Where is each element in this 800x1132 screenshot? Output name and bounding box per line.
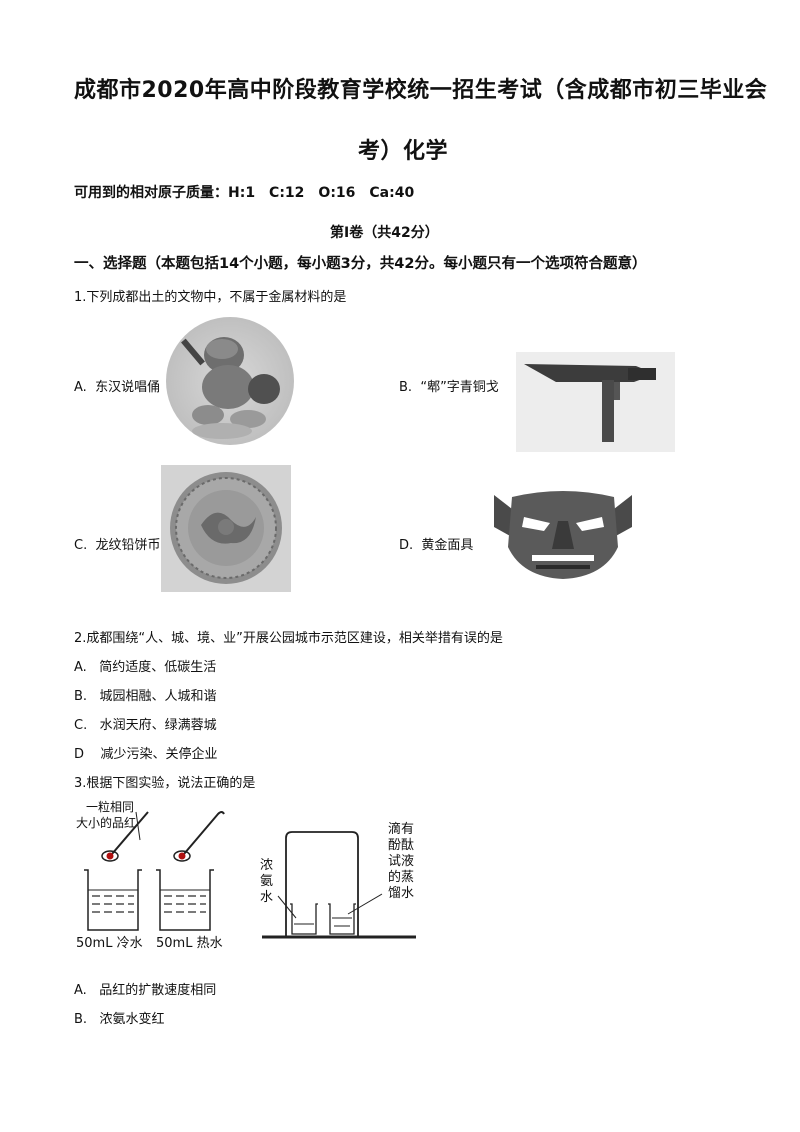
label-phenol-2: 酚酞 — [388, 838, 415, 853]
label-grain-2: 大小的品红 — [76, 816, 137, 830]
label-phenol-3: 试液 — [388, 854, 415, 869]
q2-option-c: C. 水润天府、绿满蓉城 — [74, 714, 217, 733]
gold-mask-photo — [484, 487, 642, 582]
q1-stem: 1.下列成都出土的文物中，不属于金属材料的是 — [74, 290, 347, 305]
option-letter: B. — [399, 380, 413, 395]
q1-option-c: C. 龙纹铅饼币 — [74, 534, 161, 553]
q2-option-a: A. 简约适度、低碳生活 — [74, 656, 216, 675]
q2-stem: 2.成都围绕“人、城、境、业”开展公园城市示范区建设，相关举措有误的是 — [74, 631, 503, 646]
option-letter: C. — [74, 538, 88, 553]
option-letter: A. — [74, 660, 87, 675]
label-hot-water: 50mL 热水 — [156, 936, 223, 951]
diffusion-experiment-figure: 一粒相同 大小的品红 50mL 冷水 50mL 热水 — [76, 798, 246, 951]
q3-option-b: B. 浓氨水变红 — [74, 1008, 164, 1027]
option-text: 龙纹铅饼币 — [95, 538, 161, 553]
option-letter: D. — [399, 538, 414, 553]
label-phenol-4: 的蒸 — [388, 870, 415, 885]
q1-option-a: A. 东汉说唱俑 — [74, 376, 160, 395]
option-text: 减少污染、关停企业 — [100, 747, 218, 762]
option-text: 水润天府、绿满蓉城 — [99, 718, 217, 733]
option-letter: D — [74, 747, 85, 762]
q3-stem: 3.根据下图实验，说法正确的是 — [74, 776, 256, 791]
option-text: 浓氨水变红 — [99, 1012, 165, 1027]
section1-heading: 一、选择题（本题包括14个小题，每小题3分，共42分。每小题只有一个选项符合题意… — [74, 256, 647, 272]
option-text: 简约适度、低碳生活 — [99, 660, 217, 675]
label-phenol-5: 馏水 — [388, 886, 415, 901]
label-grain-1: 一粒相同 — [86, 800, 135, 814]
q1-option-b: B. “郫”字青铜戈 — [399, 376, 499, 395]
label-phenol-1: 滴有 — [388, 822, 415, 837]
option-letter: A. — [74, 380, 87, 395]
option-letter: C. — [74, 718, 88, 733]
option-text: “郫”字青铜戈 — [420, 380, 499, 395]
q2-option-b: B. 城园相融、人城和谐 — [74, 685, 216, 704]
storyteller-figurine-photo — [162, 315, 298, 447]
option-letter: A. — [74, 983, 87, 998]
q3-option-a: A. 品红的扩散速度相同 — [74, 979, 216, 998]
ammonia-experiment-figure: 浓 氨 水 滴有 酚酞 试液 的蒸 馏水 — [256, 818, 426, 948]
atomic-masses: 可用到的相对原子质量：H:1 C:12 O:16 Ca:40 — [74, 185, 415, 201]
dragon-coin-photo — [161, 465, 291, 592]
exam-title-line2: 考）化学 — [358, 139, 449, 164]
label-ammonia-2: 氨 — [260, 874, 274, 889]
q2-option-d: D 减少污染、关停企业 — [74, 743, 218, 762]
part1-heading: 第Ⅰ卷（共42分） — [330, 225, 439, 241]
label-cold-water: 50mL 冷水 — [76, 936, 143, 951]
label-ammonia-3: 水 — [260, 890, 274, 905]
label-ammonia-1: 浓 — [260, 858, 274, 873]
option-text: 城园相融、人城和谐 — [99, 689, 217, 704]
option-letter: B. — [74, 689, 88, 704]
option-letter: B. — [74, 1012, 88, 1027]
q1-option-d: D. 黄金面具 — [399, 534, 473, 553]
exam-title-line1: 成都市2020年高中阶段教育学校统一招生考试（含成都市初三毕业会 — [74, 78, 768, 103]
bronze-dagger-axe-photo — [516, 352, 675, 452]
option-text: 黄金面具 — [421, 538, 474, 553]
option-text: 东汉说唱俑 — [95, 380, 161, 395]
option-text: 品红的扩散速度相同 — [99, 983, 217, 998]
